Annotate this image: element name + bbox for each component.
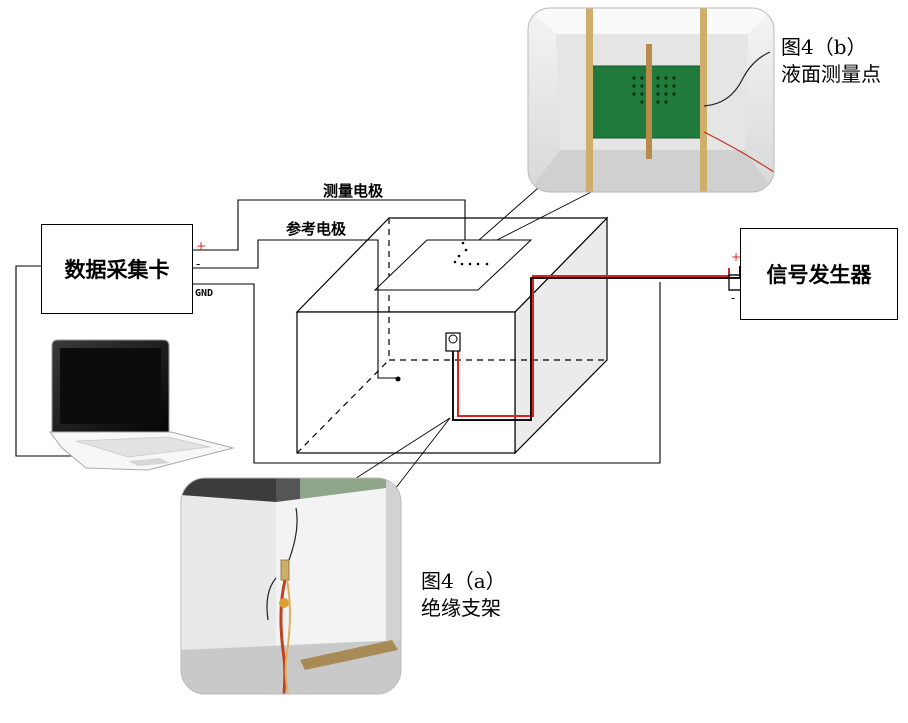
- daq-label: 数据采集卡: [64, 257, 170, 282]
- photo-a: [181, 478, 401, 694]
- signal-generator-label: 信号发生器: [766, 262, 872, 287]
- caption-fig-a: 图4（a） 绝缘支架: [421, 568, 506, 622]
- liquid-surface-plane: [373, 239, 533, 291]
- reference-electrode-label: 参考电极: [286, 220, 347, 238]
- probe-holder: [445, 332, 461, 352]
- caption-fig-b: 图4（b） 液面测量点: [781, 34, 881, 88]
- caption-fig-b-title: 图4（b）: [781, 35, 867, 59]
- daq-wiring: [15, 199, 661, 464]
- sg-plus-pin: +: [731, 250, 742, 264]
- signal-generator-box: 信号发生器: [740, 228, 898, 320]
- measure-electrode-label: 测量电极: [323, 182, 384, 200]
- reference-electrode-tip: [395, 376, 401, 382]
- photo-b: [528, 8, 774, 192]
- daq-gnd-pin: GND: [195, 288, 214, 299]
- sg-minus-pin: -: [731, 291, 736, 305]
- laptop-icon: [49, 339, 235, 471]
- caption-fig-b-sub: 液面测量点: [781, 62, 881, 86]
- caption-fig-a-title: 图4（a）: [421, 569, 506, 593]
- daq-box: 数据采集卡: [41, 224, 193, 314]
- daq-plus-pin: +: [196, 239, 207, 253]
- daq-minus-pin: -: [196, 257, 201, 271]
- caption-fig-a-sub: 绝缘支架: [421, 596, 501, 620]
- measure-points: [453, 241, 489, 266]
